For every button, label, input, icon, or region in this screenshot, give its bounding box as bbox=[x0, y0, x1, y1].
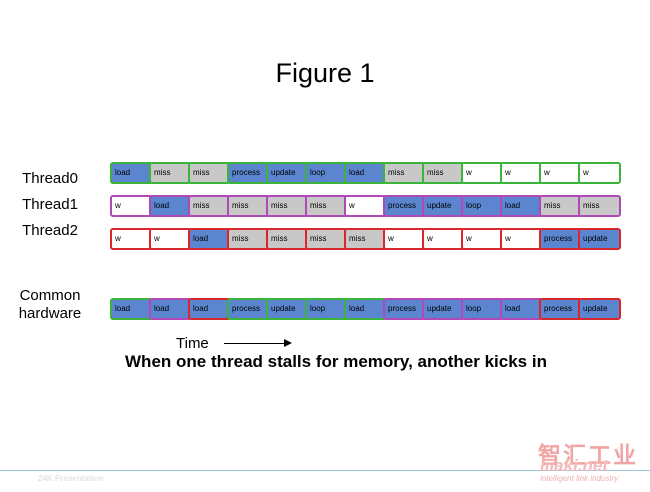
timeline-cell: w bbox=[422, 228, 465, 250]
time-label: Time bbox=[176, 335, 209, 352]
timeline-cell: update bbox=[266, 162, 309, 184]
footer-divider bbox=[0, 470, 650, 471]
timeline-cell: update bbox=[422, 298, 465, 320]
time-arrow-icon bbox=[224, 339, 292, 347]
timeline-cell: load bbox=[344, 298, 387, 320]
timeline-cell: update bbox=[578, 298, 621, 320]
row-label: Common hardware bbox=[18, 287, 82, 322]
timeline-cell: w bbox=[578, 162, 621, 184]
timeline-cell: process bbox=[227, 162, 270, 184]
timeline-cell: load bbox=[188, 298, 231, 320]
row-label: Thread1 bbox=[22, 196, 78, 213]
watermark-logo-en: iiiaki.net bbox=[540, 456, 609, 475]
timeline-cell: miss bbox=[149, 162, 192, 184]
watermark-logo-cn: 智汇工业 bbox=[538, 443, 638, 469]
timeline-cell: w bbox=[461, 162, 504, 184]
timeline-cell: loop bbox=[461, 195, 504, 217]
timeline-cell: miss bbox=[266, 228, 309, 250]
timeline-cell: w bbox=[461, 228, 504, 250]
timeline-cell: w bbox=[500, 162, 543, 184]
timeline-cell: miss bbox=[305, 195, 348, 217]
timeline-cell: update bbox=[422, 195, 465, 217]
timeline-cell: miss bbox=[344, 228, 387, 250]
timeline-cell: load bbox=[344, 162, 387, 184]
timeline-cell: loop bbox=[305, 298, 348, 320]
timeline-cell: process bbox=[539, 228, 582, 250]
figure-title: Figure 1 bbox=[275, 58, 375, 88]
diagram-caption: When one thread stalls for memory, anoth… bbox=[125, 352, 547, 371]
timeline-cell: process bbox=[383, 195, 426, 217]
timeline-cell: miss bbox=[227, 195, 270, 217]
timeline-cell: miss bbox=[422, 162, 465, 184]
timeline-cell: load bbox=[188, 228, 231, 250]
timeline-cell: load bbox=[500, 298, 543, 320]
timeline-cell: w bbox=[110, 195, 153, 217]
timeline-cell: load bbox=[110, 298, 153, 320]
timeline-cell: miss bbox=[188, 195, 231, 217]
watermark-tagline: intelligent link industry bbox=[540, 474, 619, 483]
timeline-cell: miss bbox=[383, 162, 426, 184]
timeline-cell: w bbox=[149, 228, 192, 250]
timeline-cell: w bbox=[344, 195, 387, 217]
timeline-cell: w bbox=[539, 162, 582, 184]
row-label: Thread2 bbox=[22, 222, 78, 239]
timeline-cell: miss bbox=[305, 228, 348, 250]
timeline-cell: load bbox=[149, 298, 192, 320]
timeline-cell: update bbox=[266, 298, 309, 320]
timeline-cell: process bbox=[539, 298, 582, 320]
timeline-cell: process bbox=[383, 298, 426, 320]
timeline-cell: process bbox=[227, 298, 270, 320]
timeline-cell: miss bbox=[578, 195, 621, 217]
timeline-cell: miss bbox=[266, 195, 309, 217]
footer-text: 24K Presentation bbox=[38, 474, 104, 483]
timeline-cell: miss bbox=[539, 195, 582, 217]
timeline-cell: w bbox=[500, 228, 543, 250]
row-label: Thread0 bbox=[22, 170, 78, 187]
timeline-cell: load bbox=[149, 195, 192, 217]
timeline-cell: miss bbox=[188, 162, 231, 184]
timeline-cell: loop bbox=[305, 162, 348, 184]
timeline-cell: w bbox=[383, 228, 426, 250]
timeline-cell: miss bbox=[227, 228, 270, 250]
timeline-cell: update bbox=[578, 228, 621, 250]
timeline-cell: load bbox=[500, 195, 543, 217]
timeline-cell: loop bbox=[461, 298, 504, 320]
timeline-cell: load bbox=[110, 162, 153, 184]
timeline-cell: w bbox=[110, 228, 153, 250]
